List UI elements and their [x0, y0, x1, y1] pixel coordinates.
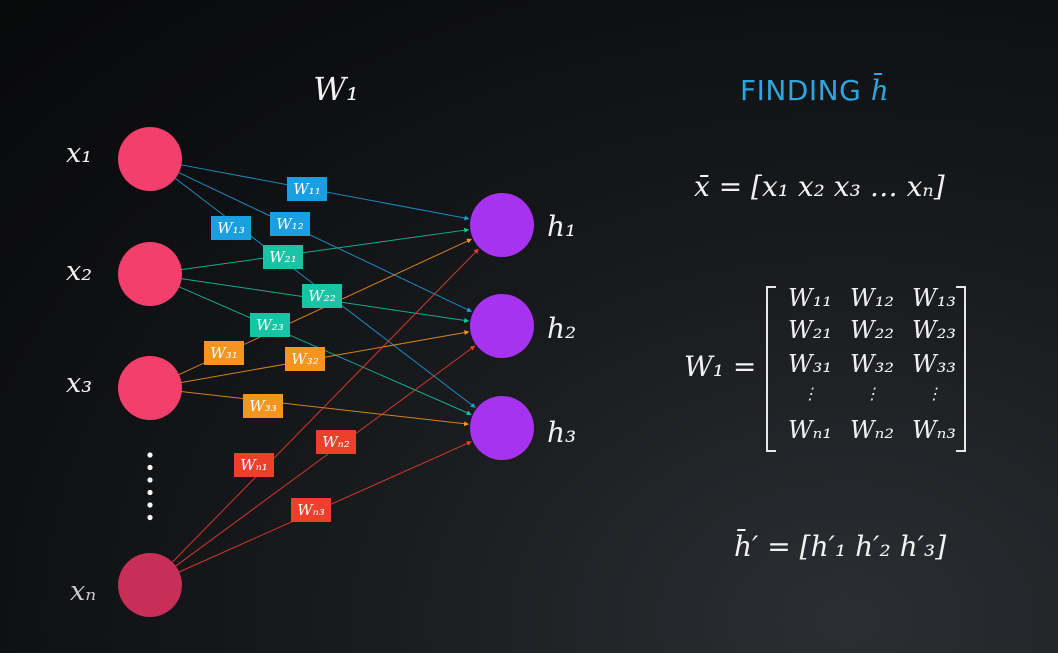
- title-symbol: h̄: [870, 74, 890, 107]
- matrix-row-2: W₂₁ W₂₂ W₂₃: [780, 316, 964, 344]
- matrix-cell: W₁₃: [912, 284, 956, 312]
- weight-label: W₃₃: [243, 394, 283, 418]
- input-ellipsis-dots: [147, 452, 153, 521]
- connection-x4-h1: [169, 248, 479, 565]
- ellipsis-dot: [147, 489, 153, 496]
- weight-label-text: W₃₁: [210, 344, 237, 362]
- matrix-cell: W₁₁: [788, 284, 832, 312]
- input-label-x2: x₂: [66, 256, 92, 287]
- weight-label-text: W₁₃: [217, 219, 244, 237]
- weight-label-box: [270, 212, 310, 236]
- matrix-cell: Wₙ₁: [787, 416, 832, 444]
- weight-label-text: W₂₃: [256, 316, 283, 334]
- input-node-x2: [118, 242, 182, 306]
- weight-label-text: W₂₁: [269, 248, 296, 266]
- ellipsis-dot: [147, 502, 153, 508]
- ellipsis-dot: [147, 452, 153, 458]
- matrix-cell: W₃₂: [850, 350, 894, 378]
- input-node-x3: [118, 356, 182, 420]
- ellipsis-dot: [147, 514, 153, 521]
- weight-label-box: [287, 177, 327, 201]
- weight-label-text: W₃₃: [249, 397, 276, 415]
- weight-label-text: Wₙ₂: [322, 433, 350, 451]
- matrix-cell: ⋮: [926, 384, 942, 403]
- weight-label: W₃₂: [285, 347, 325, 371]
- input-node-xn: [118, 553, 182, 617]
- weight-matrix-label: W₁: [313, 70, 359, 108]
- hidden-label-h2: h₂: [547, 312, 576, 345]
- nodes: [118, 127, 534, 617]
- weight-label-box: [250, 313, 290, 337]
- input-label-x1: x₁: [66, 138, 92, 169]
- weight-label-text: W₁₁: [293, 180, 320, 198]
- weight-label: Wₙ₃: [291, 498, 331, 522]
- weight-label: W₁₃: [211, 216, 251, 240]
- hidden-node-h3: [470, 396, 534, 460]
- weight-label-text: Wₙ₁: [240, 456, 268, 474]
- matrix-cell: W₂₃: [912, 316, 956, 344]
- weight-matrix: W₁₁ W₁₂ W₁₃ W₂₁ W₂₂ W₂₃ W₃₁ W₃₂ W₃₃ ⋮ ⋮ …: [766, 284, 966, 452]
- matrix-cell: ⋮: [864, 384, 880, 403]
- weight-label: W₂₃: [250, 313, 290, 337]
- matrix-row-n: Wₙ₁ Wₙ₂ Wₙ₃: [780, 416, 964, 444]
- x-bar-equation: x̄ = [x₁ x₂ x₃ … xₙ]: [694, 170, 945, 203]
- weight-labels: W₁₁ W₁₂ W₁₃ W₂₁ W₂₂ W₂₃ W₃₁ W₃₂ W₃₃ Wₙ₁ Wₙ₂ Wₙ₃: [204, 177, 356, 522]
- weight-label-text: W₃₂: [291, 350, 318, 368]
- input-label-xn: xₙ: [70, 576, 96, 607]
- weight-label: Wₙ₂: [316, 430, 356, 454]
- weight-label-text: W₂₂: [308, 287, 335, 305]
- title-text: FINDING: [740, 74, 862, 107]
- hidden-label-h3: h₃: [547, 416, 576, 449]
- weight-label: W₃₁: [204, 341, 244, 365]
- connection-x4-h2: [172, 345, 476, 569]
- input-label-x3: x₃: [66, 368, 92, 399]
- weight-label: W₁₁: [287, 177, 327, 201]
- w1-equation-lhs: W₁ =: [684, 350, 757, 383]
- hidden-node-h1: [470, 193, 534, 257]
- weight-label: W₁₂: [270, 212, 310, 236]
- ellipsis-dot: [147, 477, 153, 483]
- weight-label-box: [234, 453, 274, 477]
- weight-label-box: [316, 430, 356, 454]
- weight-label-box: [302, 284, 342, 308]
- hidden-label-h1: h₁: [547, 210, 576, 243]
- weight-label-box: [211, 216, 251, 240]
- matrix-cell: Wₙ₃: [911, 416, 956, 444]
- weight-label-box: [263, 245, 303, 269]
- weight-label-box: [204, 341, 244, 365]
- matrix-cell: Wₙ₂: [849, 416, 894, 444]
- matrix-row-3: W₃₁ W₃₂ W₃₃: [780, 350, 964, 378]
- weight-label-box: [291, 498, 331, 522]
- input-node-x1: [118, 127, 182, 191]
- weight-label-box: [285, 347, 325, 371]
- weight-label-box: [243, 394, 283, 418]
- matrix-cell: ⋮: [802, 384, 818, 403]
- weight-label-text: W₁₂: [276, 215, 303, 233]
- ellipsis-dot: [147, 464, 153, 471]
- finding-h-bar-title: FINDING h̄: [740, 74, 889, 107]
- weight-label-text: Wₙ₃: [297, 501, 325, 519]
- matrix-cell: W₃₃: [912, 350, 956, 378]
- connection-x2-h1: [178, 227, 470, 271]
- hidden-node-h2: [470, 294, 534, 358]
- connection-x1-h2: [175, 170, 473, 312]
- weight-label: Wₙ₁: [234, 453, 274, 477]
- h-bar-prime-equation: h̄′ = [h′₁ h′₂ h′₃]: [734, 530, 947, 563]
- weight-label: W₂₁: [263, 245, 303, 269]
- matrix-row-1: W₁₁ W₁₂ W₁₃: [780, 284, 964, 312]
- matrix-row-ellipsis: ⋮ ⋮ ⋮: [780, 384, 964, 403]
- matrix-cell: W₂₁: [788, 316, 832, 344]
- matrix-cell: W₂₂: [850, 316, 894, 344]
- matrix-cell: W₁₂: [850, 284, 894, 312]
- weight-label: W₂₂: [302, 284, 342, 308]
- matrix-cell: W₃₁: [788, 350, 832, 378]
